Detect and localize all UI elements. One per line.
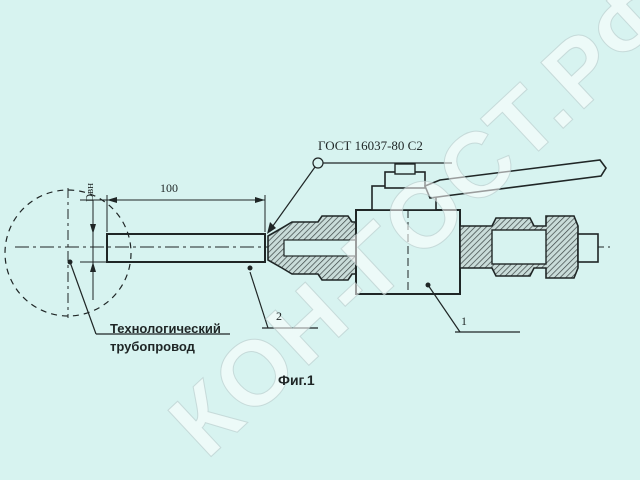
outlet-tube [577,233,599,263]
pipeline-label-dot [67,259,73,265]
callout-1-label: 1 [461,314,467,328]
weld-symbol-circle [312,157,324,169]
pipeline-label-line1: Технологический [110,321,221,336]
figure-caption: Фиг.1 [278,372,315,388]
dim-100-arrow-right [255,197,265,203]
valve-handle [423,159,607,199]
pipeline-label-line2: трубопровод [110,339,195,354]
gost-leader-arrow [267,222,276,234]
callout-2-label: 2 [276,309,282,323]
inner-diameter-label: Dвн [84,182,96,202]
callout-2-leader [249,271,269,329]
pipeline-label-leader [69,261,97,335]
right-fitting-body [491,229,547,265]
dvn-arrow-top [90,224,96,234]
dim-100-arrow-left [107,197,117,203]
callout-1-leader [427,284,461,333]
callout-2-dot [247,265,253,271]
dvn-arrow-bottom [90,262,96,272]
valve-stem-cap [394,163,416,175]
gost-leader-line [269,166,316,231]
pipeline-section-circle [4,189,132,317]
dimension-100-label: 100 [160,181,178,195]
weld-standard-label: ГОСТ 16037-80 С2 [318,138,423,153]
nozzle-pipe [106,233,266,263]
callout-1-dot [425,282,431,288]
valve-bonnet [371,185,437,211]
